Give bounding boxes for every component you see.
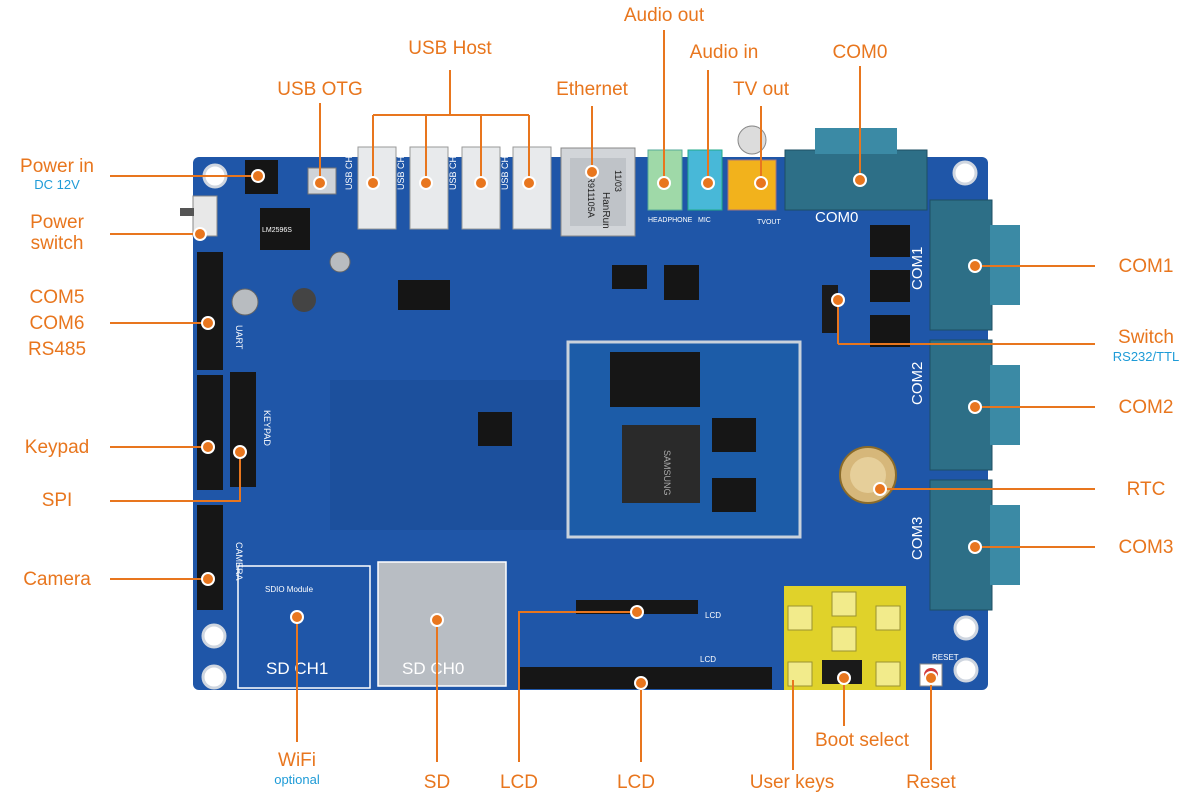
mounting-holes — [201, 160, 979, 690]
mic-silk: MIC — [698, 217, 711, 224]
samsung-silk: SAMSUNG — [662, 450, 672, 496]
lcd-silk-bottom: LCD — [700, 655, 716, 664]
ethernet-chip-text-2: HR911105A — [586, 170, 596, 218]
label-lcd-1: LCD — [499, 772, 539, 793]
keypad-silk: KEYPAD — [262, 410, 272, 446]
reset-silk: RESET — [932, 653, 959, 662]
com2-silk: COM2 — [909, 362, 926, 405]
label-boot-select: Boot select — [815, 730, 909, 751]
label-ethernet: Ethernet — [556, 79, 628, 100]
label-power-switch-2: switch — [30, 233, 84, 254]
label-power-in: Power in — [20, 156, 94, 177]
label-com2: COM2 — [1118, 397, 1174, 418]
pcb-inner-traces — [330, 380, 570, 530]
label-audio-out: Audio out — [623, 5, 705, 26]
com1-silk: COM1 — [909, 247, 926, 290]
label-wifi: WiFi — [278, 750, 316, 771]
uart-header[interactable] — [197, 252, 223, 370]
label-com0: COM0 — [832, 42, 888, 63]
usb-ch1-silk: USB CH1 — [396, 151, 406, 190]
label-lcd-2: LCD — [616, 772, 656, 793]
sd-ch0-silk: SD CH0 — [402, 659, 464, 678]
label-com1: COM1 — [1118, 256, 1174, 277]
rs232-ttl-switch[interactable] — [822, 285, 838, 333]
spi-header[interactable] — [230, 372, 256, 487]
leader-lines — [110, 30, 1095, 770]
com-right-connectors[interactable] — [929, 199, 993, 611]
keypad-header[interactable] — [197, 375, 223, 490]
sdio-module-silk: SDIO Module — [265, 585, 314, 594]
usb-ch0-silk: USB CH0 — [344, 151, 354, 190]
label-tv-out: TV out — [733, 79, 789, 100]
leader-dots — [193, 165, 982, 690]
label-switch-sub: RS232/TTL — [1112, 349, 1180, 364]
label-wifi-sub: optional — [274, 772, 320, 787]
label-power-switch-1: Power — [30, 212, 84, 233]
label-keypad: Keypad — [24, 437, 90, 458]
user-key-buttons[interactable] — [787, 591, 901, 687]
lcd-header[interactable] — [520, 667, 772, 689]
label-com5: COM5 — [29, 287, 85, 308]
label-spi: SPI — [41, 490, 73, 511]
lcd-silk-top: LCD — [705, 611, 721, 620]
uart-silk: UART — [234, 325, 244, 350]
tvout-silk: TVOUT — [757, 219, 781, 226]
label-audio-in: Audio in — [689, 42, 759, 63]
label-usb-host: USB Host — [408, 38, 492, 59]
label-camera: Camera — [23, 569, 91, 590]
usb-ch3-silk: USB CH3 — [500, 151, 510, 190]
tv-out-jack[interactable] — [727, 159, 777, 211]
headphone-silk: HEADPHONE — [648, 217, 693, 224]
label-sd: SD — [423, 772, 451, 793]
label-usb-otg: USB OTG — [277, 79, 363, 100]
label-com6: COM6 — [29, 313, 85, 334]
sdio-wifi-slot[interactable] — [237, 565, 371, 689]
com0-silk: COM0 — [815, 209, 858, 226]
label-rs485: RS485 — [27, 339, 87, 360]
regulator-silk: LM2596S — [262, 227, 292, 234]
label-power-in-sub: DC 12V — [34, 177, 80, 192]
label-user-keys: User keys — [749, 772, 835, 793]
samsung-soc — [622, 425, 700, 503]
label-com3: COM3 — [1118, 537, 1174, 558]
ethernet-chip-text-1: HanRun — [600, 192, 611, 229]
ethernet-chip-text-3: 11/03 — [613, 170, 623, 192]
label-rtc: RTC — [1126, 479, 1166, 500]
label-switch: Switch — [1118, 327, 1174, 348]
camera-header[interactable] — [197, 505, 223, 610]
camera-silk: CAMERA — [234, 542, 244, 581]
label-reset: Reset — [906, 772, 956, 793]
usb-ch2-silk: USB CH2 — [448, 151, 458, 190]
com3-silk: COM3 — [909, 517, 926, 560]
